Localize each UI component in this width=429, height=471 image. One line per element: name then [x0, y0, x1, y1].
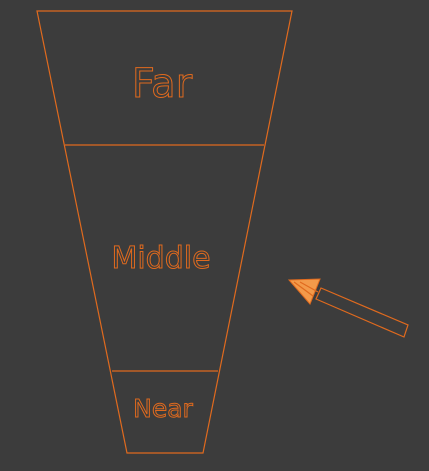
far-label: Far	[132, 61, 193, 107]
arrow-head-inner-line-2	[299, 281, 319, 293]
middle-label: Middle	[111, 241, 210, 276]
arrow-head	[287, 278, 321, 305]
frustum-outline	[36, 10, 293, 454]
arrow-head-inner-line	[293, 281, 314, 297]
near-label: Near	[133, 394, 193, 423]
light-direction-arrow-icon[interactable]	[287, 278, 409, 338]
arrow-shaft	[315, 287, 409, 338]
